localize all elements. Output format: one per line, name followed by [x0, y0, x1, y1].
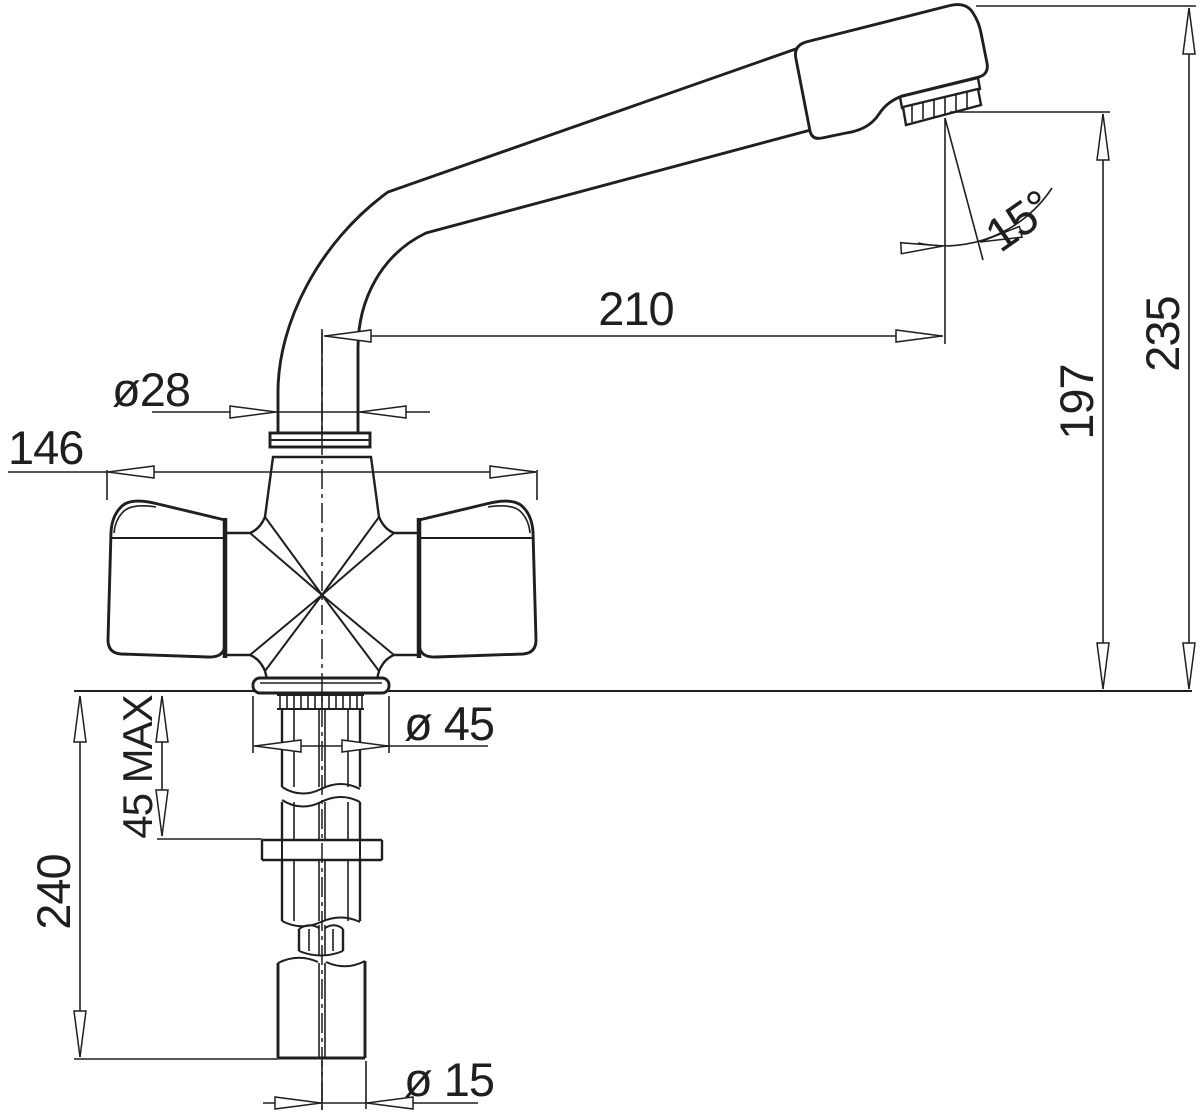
coupling-nut	[297, 924, 345, 957]
aerator	[898, 76, 983, 127]
right-handle	[416, 499, 538, 659]
dim-spout-diameter: ø28	[112, 363, 430, 419]
dim-base-diameter-label: ø 45	[404, 697, 494, 750]
dim-spout-diameter-label: ø28	[112, 363, 190, 416]
spout	[276, 35, 850, 435]
dim-max-deck-thickness-label: 45 MAX	[114, 694, 161, 838]
dim-supply-pipe-diameter: ø 15	[263, 1053, 495, 1110]
dim-overall-height: 235	[1136, 7, 1196, 690]
dim-spout-reach: 210	[324, 282, 943, 343]
left-handle	[106, 499, 228, 659]
body	[223, 455, 421, 681]
dim-overall-height-label: 235	[1136, 296, 1189, 371]
dim-tailpiece-length-label: 240	[27, 854, 80, 929]
dim-outlet-angle: 15°	[899, 117, 1062, 262]
mounting-shank	[277, 694, 364, 840]
escutcheon	[251, 676, 391, 695]
dim-tailpiece-length: 240	[27, 695, 87, 1058]
spout-head	[794, 3, 989, 140]
dim-base-diameter: ø 45	[254, 697, 495, 753]
dim-max-deck-thickness: 45 MAX	[114, 694, 169, 839]
dim-outlet-height-label: 197	[1050, 364, 1103, 439]
spout-collar	[268, 431, 372, 449]
shank-lower	[280, 860, 362, 928]
dimension-annotations: 210 15° ø28 146 ø 45	[8, 5, 1196, 1110]
dim-body-width-label: 146	[8, 421, 83, 474]
extension-lines	[74, 5, 1196, 1109]
dim-spout-reach-label: 210	[598, 282, 673, 335]
dim-outlet-height: 197	[1050, 113, 1110, 690]
dim-body-width: 146	[8, 421, 537, 479]
dim-supply-pipe-diameter-label: ø 15	[404, 1053, 494, 1106]
